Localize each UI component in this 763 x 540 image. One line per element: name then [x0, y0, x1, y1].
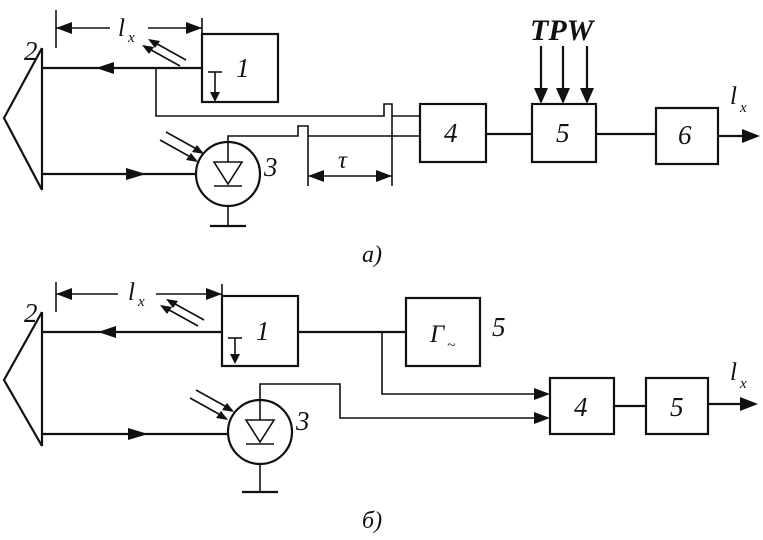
output-label-a: l — [730, 83, 737, 110]
node-3-label-b: 3 — [295, 406, 310, 436]
corner-reflector-a — [2, 47, 44, 191]
tau-marker-a — [307, 116, 393, 186]
block-5-label-b: 5 — [670, 392, 684, 422]
output-sub-b: x — [739, 376, 747, 392]
detector-rays-a — [159, 131, 204, 162]
corner-reflector-b — [2, 311, 44, 447]
caption-a: a) — [362, 242, 382, 268]
detector-rays-b — [189, 389, 234, 420]
node-3-label-a: 3 — [263, 152, 278, 182]
tau-label-a: τ — [338, 147, 348, 174]
generator-num-b: 5 — [492, 312, 506, 342]
block-4-b — [548, 376, 616, 436]
generator-block-b — [404, 296, 482, 368]
generator-sub-b: ~ — [447, 338, 455, 354]
diagram-b: 2 l x 1 — [2, 279, 758, 534]
node-2-label-a: 2 — [24, 36, 38, 66]
caption-b: б) — [362, 508, 382, 534]
distance-sub-a: x — [127, 30, 135, 46]
node-2-label-b: 2 — [24, 298, 38, 328]
inputs-label-a: TPW — [530, 14, 596, 47]
block-1-label-a: 1 — [236, 53, 250, 83]
output-sub-a: x — [739, 100, 747, 116]
block-5-a — [530, 102, 598, 164]
distance-marker-b — [55, 282, 223, 312]
distance-label-b: l — [128, 279, 135, 306]
emitter-symbol-a — [208, 71, 222, 102]
wire-ref-a — [155, 68, 420, 117]
block-4-a — [418, 102, 488, 164]
block-6-a — [654, 106, 720, 166]
photodetector-a — [194, 140, 262, 228]
distance-label-a: l — [118, 15, 125, 42]
block-5-label-a: 5 — [556, 118, 570, 148]
block-1-a — [200, 32, 280, 104]
photodetector-b — [226, 398, 294, 494]
wire-gen-4-b — [381, 332, 536, 395]
wire-signal-b — [259, 383, 536, 419]
distance-sub-b: x — [137, 294, 145, 310]
emitter-symbol-b — [228, 337, 242, 364]
diagram-a: 2 l x 1 — [2, 10, 760, 268]
emission-rays-b — [160, 299, 205, 327]
block-5-b — [644, 376, 710, 436]
block-1-label-b: 1 — [256, 316, 270, 346]
block-4-label-b: 4 — [574, 392, 588, 422]
generator-label-b: Г — [429, 321, 446, 348]
emission-rays-a — [142, 39, 187, 67]
output-label-b: l — [730, 359, 737, 386]
inputs-arrows-a — [534, 46, 594, 104]
distance-marker-a — [55, 10, 203, 48]
block-4-label-a: 4 — [444, 118, 458, 148]
block-6-label-a: 6 — [678, 120, 692, 150]
